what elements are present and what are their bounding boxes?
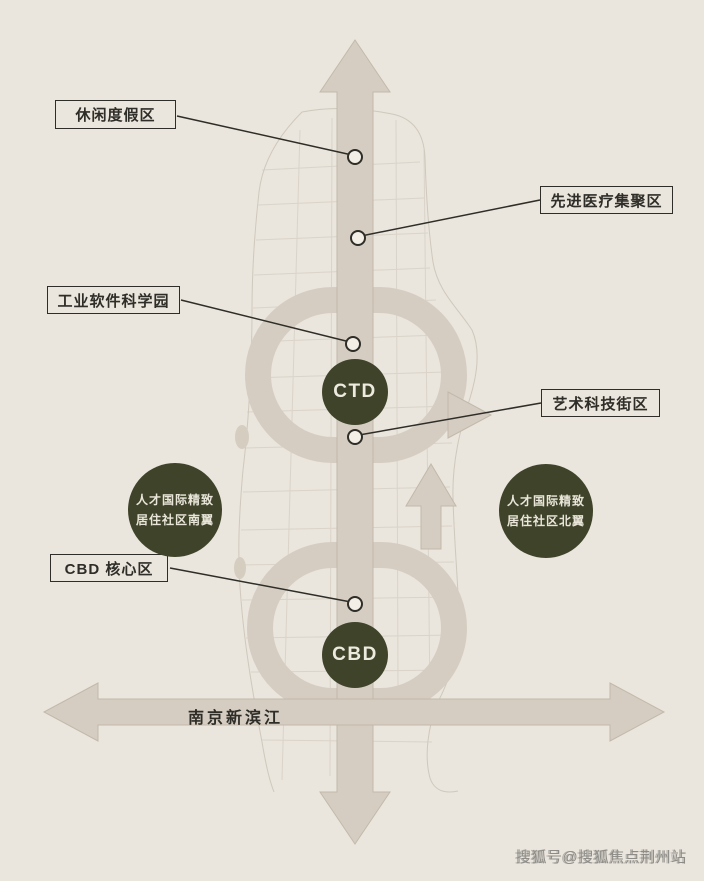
connector-lines [169, 115, 542, 603]
community-south-line2: 居住社区南翼 [135, 513, 214, 527]
node-ctd: CTD [322, 359, 388, 425]
connector-line-software [180, 299, 351, 343]
node-cbd: CBD [322, 622, 388, 688]
label-leisure-district: 休闲度假区 [55, 100, 176, 129]
label-cbd-core: CBD 核心区 [50, 554, 168, 582]
inter-loop-up-arrow [405, 463, 457, 550]
connector-line-art [358, 402, 542, 436]
community-circle-south: 人才国际精致 居住社区南翼 [128, 463, 222, 557]
community-north-line2: 居住社区北翼 [506, 514, 585, 528]
connector-dot-software [345, 336, 361, 352]
connector-line-cbd-core [169, 567, 352, 603]
connector-dot-cbd-core [347, 596, 363, 612]
label-art-tech-block: 艺术科技街区 [541, 389, 660, 417]
connector-dot-leisure [347, 149, 363, 165]
connector-dot-medical [350, 230, 366, 246]
connector-dot-art [347, 429, 363, 445]
connector-line-leisure [176, 115, 353, 156]
anchor-dots [345, 149, 366, 612]
connector-line-medical [360, 199, 541, 237]
axis-label-nanjing-new-binjiang: 南京新滨江 [188, 710, 284, 727]
bottom-horizontal-arrow [42, 682, 666, 742]
community-circle-north: 人才国际精致 居住社区北翼 [499, 464, 593, 558]
community-south-line1: 人才国际精致 [135, 492, 214, 507]
label-medical-cluster: 先进医疗集聚区 [540, 186, 673, 214]
watermark-text: 搜狐号@搜狐焦点荆州站 [516, 849, 687, 866]
label-software-park: 工业软件科学园 [47, 286, 180, 314]
community-north-line1: 人才国际精致 [506, 493, 585, 508]
